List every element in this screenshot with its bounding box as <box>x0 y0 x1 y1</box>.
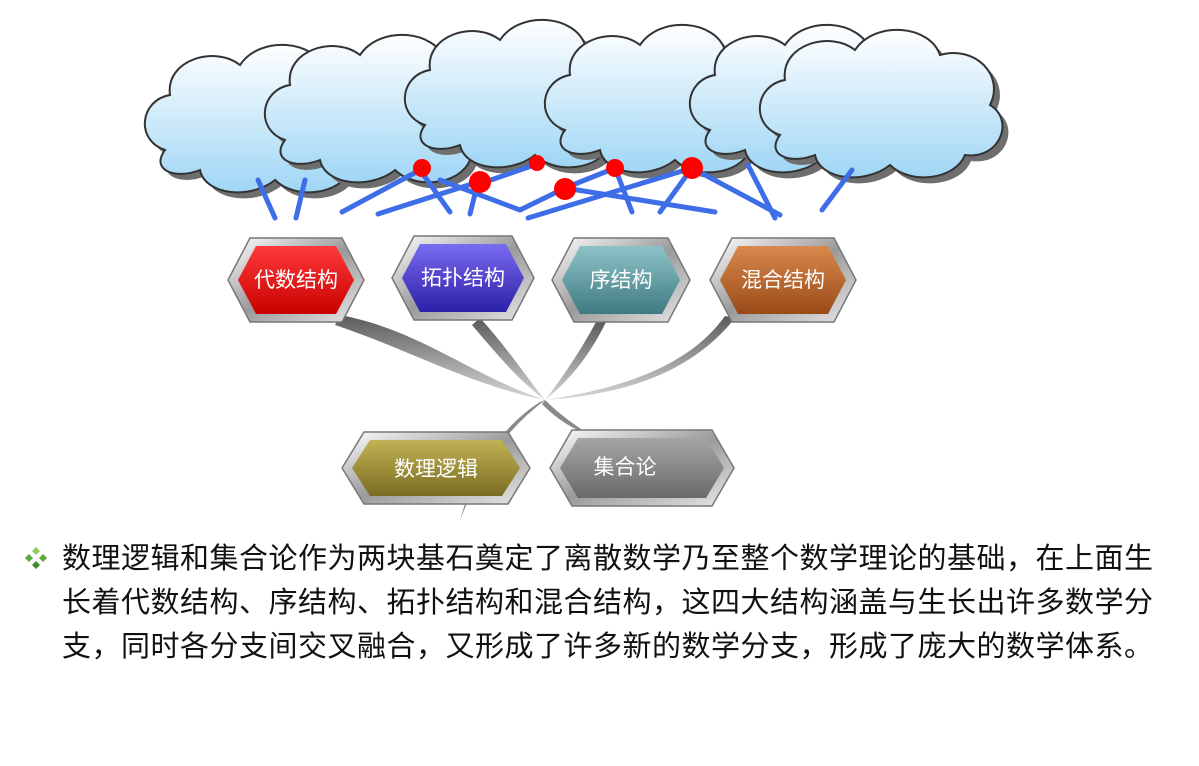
hex-set-theory <box>549 429 735 507</box>
cloud-group <box>143 19 1009 199</box>
node-3 <box>529 155 545 171</box>
hex-mixed <box>709 237 857 323</box>
tree-branches <box>335 315 735 520</box>
hex-order <box>551 237 691 323</box>
node-5 <box>606 159 624 177</box>
node-2 <box>469 171 491 193</box>
description-block: 数理逻辑和集合论作为两块基石奠定了离散数学乃至整个数学理论的基础，在上面生长着代… <box>22 536 1182 668</box>
hex-topological <box>391 235 535 321</box>
trunk-set-theory <box>542 400 590 435</box>
label-order-structure: 序结构 <box>589 268 653 292</box>
diagram-canvas <box>143 19 1009 520</box>
diamond-cluster-icon <box>25 547 47 569</box>
node-1 <box>413 159 431 177</box>
cloud-6 <box>758 29 1009 184</box>
branch-links <box>255 160 855 221</box>
branch-topological <box>472 318 545 400</box>
branch-mixed <box>545 316 735 400</box>
hex-algebraic <box>227 237 365 323</box>
label-set-theory: 集合论 <box>593 455 657 479</box>
label-algebraic-structure: 代数结构 <box>254 268 338 292</box>
branch-algebraic <box>335 315 545 400</box>
hex-logic <box>341 431 531 505</box>
label-mathematical-logic: 数理逻辑 <box>394 457 478 481</box>
branch-order <box>545 322 606 400</box>
description-paragraph: 数理逻辑和集合论作为两块基石奠定了离散数学乃至整个数学理论的基础，在上面生长着代… <box>62 541 1154 663</box>
junction-nodes <box>413 155 703 200</box>
node-6 <box>681 157 703 179</box>
math-structure-diagram: 代数结构 拓扑结构 序结构 混合结构 数理逻辑 集合论 <box>143 19 1009 520</box>
node-4 <box>554 178 576 200</box>
label-mixed-structure: 混合结构 <box>741 268 825 292</box>
label-topological-structure: 拓扑结构 <box>421 266 505 290</box>
